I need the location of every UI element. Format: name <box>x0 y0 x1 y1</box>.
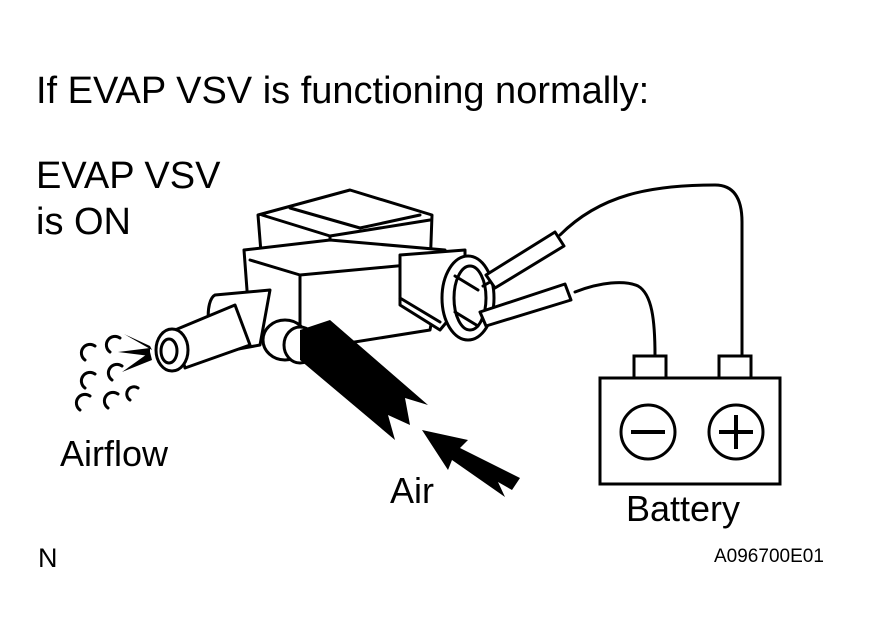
vsv-body <box>242 188 467 354</box>
note-mark: N <box>38 543 58 573</box>
figure-code: A096700E01 <box>714 546 824 567</box>
vsv-state-label: EVAP VSV is ON <box>36 155 221 243</box>
battery-terminal-negative <box>632 354 668 380</box>
probe-lower <box>478 282 573 328</box>
battery-label: Battery <box>626 488 741 529</box>
airflow-jets <box>118 334 152 372</box>
air-label: Air <box>390 470 434 511</box>
vsv-outlet-pipe <box>154 288 272 373</box>
diagram-title: If EVAP VSV is functioning normally: <box>36 70 650 112</box>
vsv-connector <box>440 254 496 342</box>
airflow-puffs <box>74 334 140 412</box>
air-arrow <box>422 430 520 497</box>
airflow-label: Airflow <box>60 433 169 474</box>
battery-terminal-positive <box>717 354 753 380</box>
inlet-hose <box>300 320 428 440</box>
battery <box>598 354 782 486</box>
wire-positive <box>558 183 744 358</box>
probe-upper <box>481 230 566 290</box>
wire-negative <box>573 281 657 358</box>
